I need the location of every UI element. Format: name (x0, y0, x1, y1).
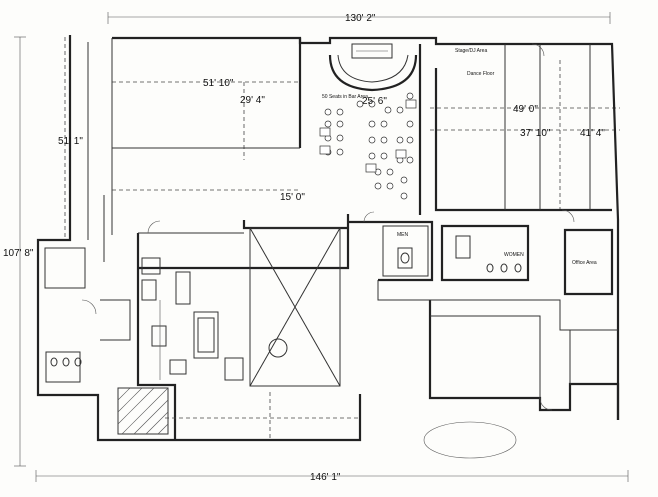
dim-dance-37: 37' 10" (520, 128, 551, 139)
dim-left-height: 107' 8" (3, 248, 34, 259)
dim-bottom-width: 146' 1" (310, 472, 341, 483)
dimension-lines (14, 12, 629, 482)
dim-bar-width: 25' 6" (362, 96, 387, 107)
dim-hall-15: 15' 0" (280, 192, 305, 203)
dim-left-upper: 51' 1" (58, 136, 83, 147)
restroom-fixtures (44, 225, 522, 383)
label-bar-seats: 50 Seats in Bar Area (322, 94, 368, 100)
storage-room (249, 227, 341, 387)
building-walls (36, 35, 620, 442)
misc-lines (100, 189, 517, 459)
hatched-area (117, 387, 169, 435)
kitchen-equipment (141, 257, 244, 381)
dim-mid-51: 51' 10" (203, 78, 234, 89)
bar-tables (319, 92, 417, 200)
label-women: WOMEN (504, 252, 524, 258)
dim-dance-49: 49' 0" (513, 104, 538, 115)
dim-top-width: 130' 2" (345, 13, 376, 24)
label-stage: Stage/DJ Area (455, 48, 487, 54)
label-men: MEN (397, 232, 409, 238)
label-office: Office Area (572, 260, 597, 266)
dim-mid-29: 29' 4" (240, 95, 265, 106)
dim-dance-41: 41' 4" (580, 128, 605, 139)
door-swings (81, 43, 575, 411)
label-dance-floor: Dance Floor (467, 71, 495, 77)
bar-counter (328, 43, 418, 92)
